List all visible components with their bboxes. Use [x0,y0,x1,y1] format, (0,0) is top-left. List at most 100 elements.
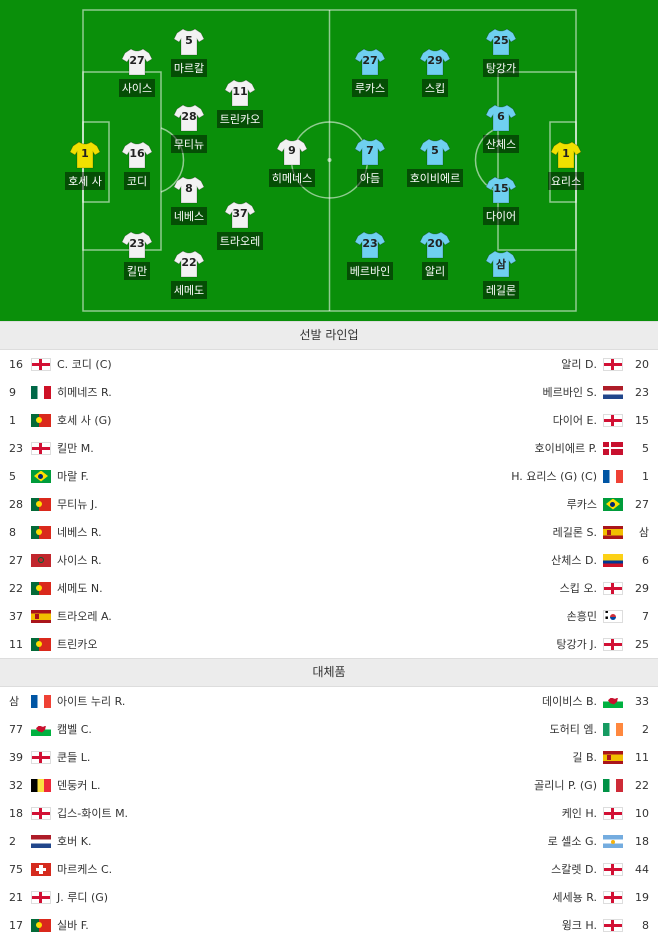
eng-flag-icon [31,750,51,764]
home-number: 23 [9,441,23,455]
away-number: 19 [635,890,649,904]
player-name: 킬만 [123,262,151,280]
home-player-name: 호버 K. [57,835,92,848]
ned-flag-icon [31,834,51,848]
shirt-icon: 29 [420,47,450,77]
home-number: 37 [9,609,23,623]
eng-flag-icon [603,918,623,932]
away-player-name: 도허티 엠. [549,723,597,736]
away-player-name: 골리니 P. (G) [534,779,597,792]
esp-flag-icon [603,525,623,539]
away-player-name: 알리 D. [561,358,597,371]
away-player-name: 손흥민 [566,610,597,623]
home-number: 21 [9,890,23,904]
away-player-entry[interactable]: 7손흥민 [567,602,649,630]
away-number: 5 [642,441,649,455]
den-flag-icon [603,441,623,455]
eng-flag-icon [603,862,623,876]
home-number: 75 [9,862,23,876]
home-player-name: 킬만 M. [57,442,94,455]
eng-flag-icon [31,357,51,371]
player-number: 25 [493,34,509,47]
home-number: 22 [9,581,23,595]
away-player-name: 레길론 S. [552,526,597,539]
player-number: 9 [288,144,296,157]
home-player-name: 깁스-화이트 M. [57,807,129,820]
away-player-entry[interactable]: 44 스칼렛 D. [551,855,649,883]
shirt-icon: 1 [70,140,100,170]
home-player-entry[interactable]: 23 킬만 M. [9,434,94,462]
home-player-name: 캠벨 C. [57,723,92,736]
away-player-name: 스칼렛 D. [551,863,597,876]
home-number: 27 [9,553,23,567]
home-player-name: C. 코디 (C) [57,358,112,371]
away-number: 44 [635,862,649,876]
away-player-name: 길 B. [572,751,597,764]
